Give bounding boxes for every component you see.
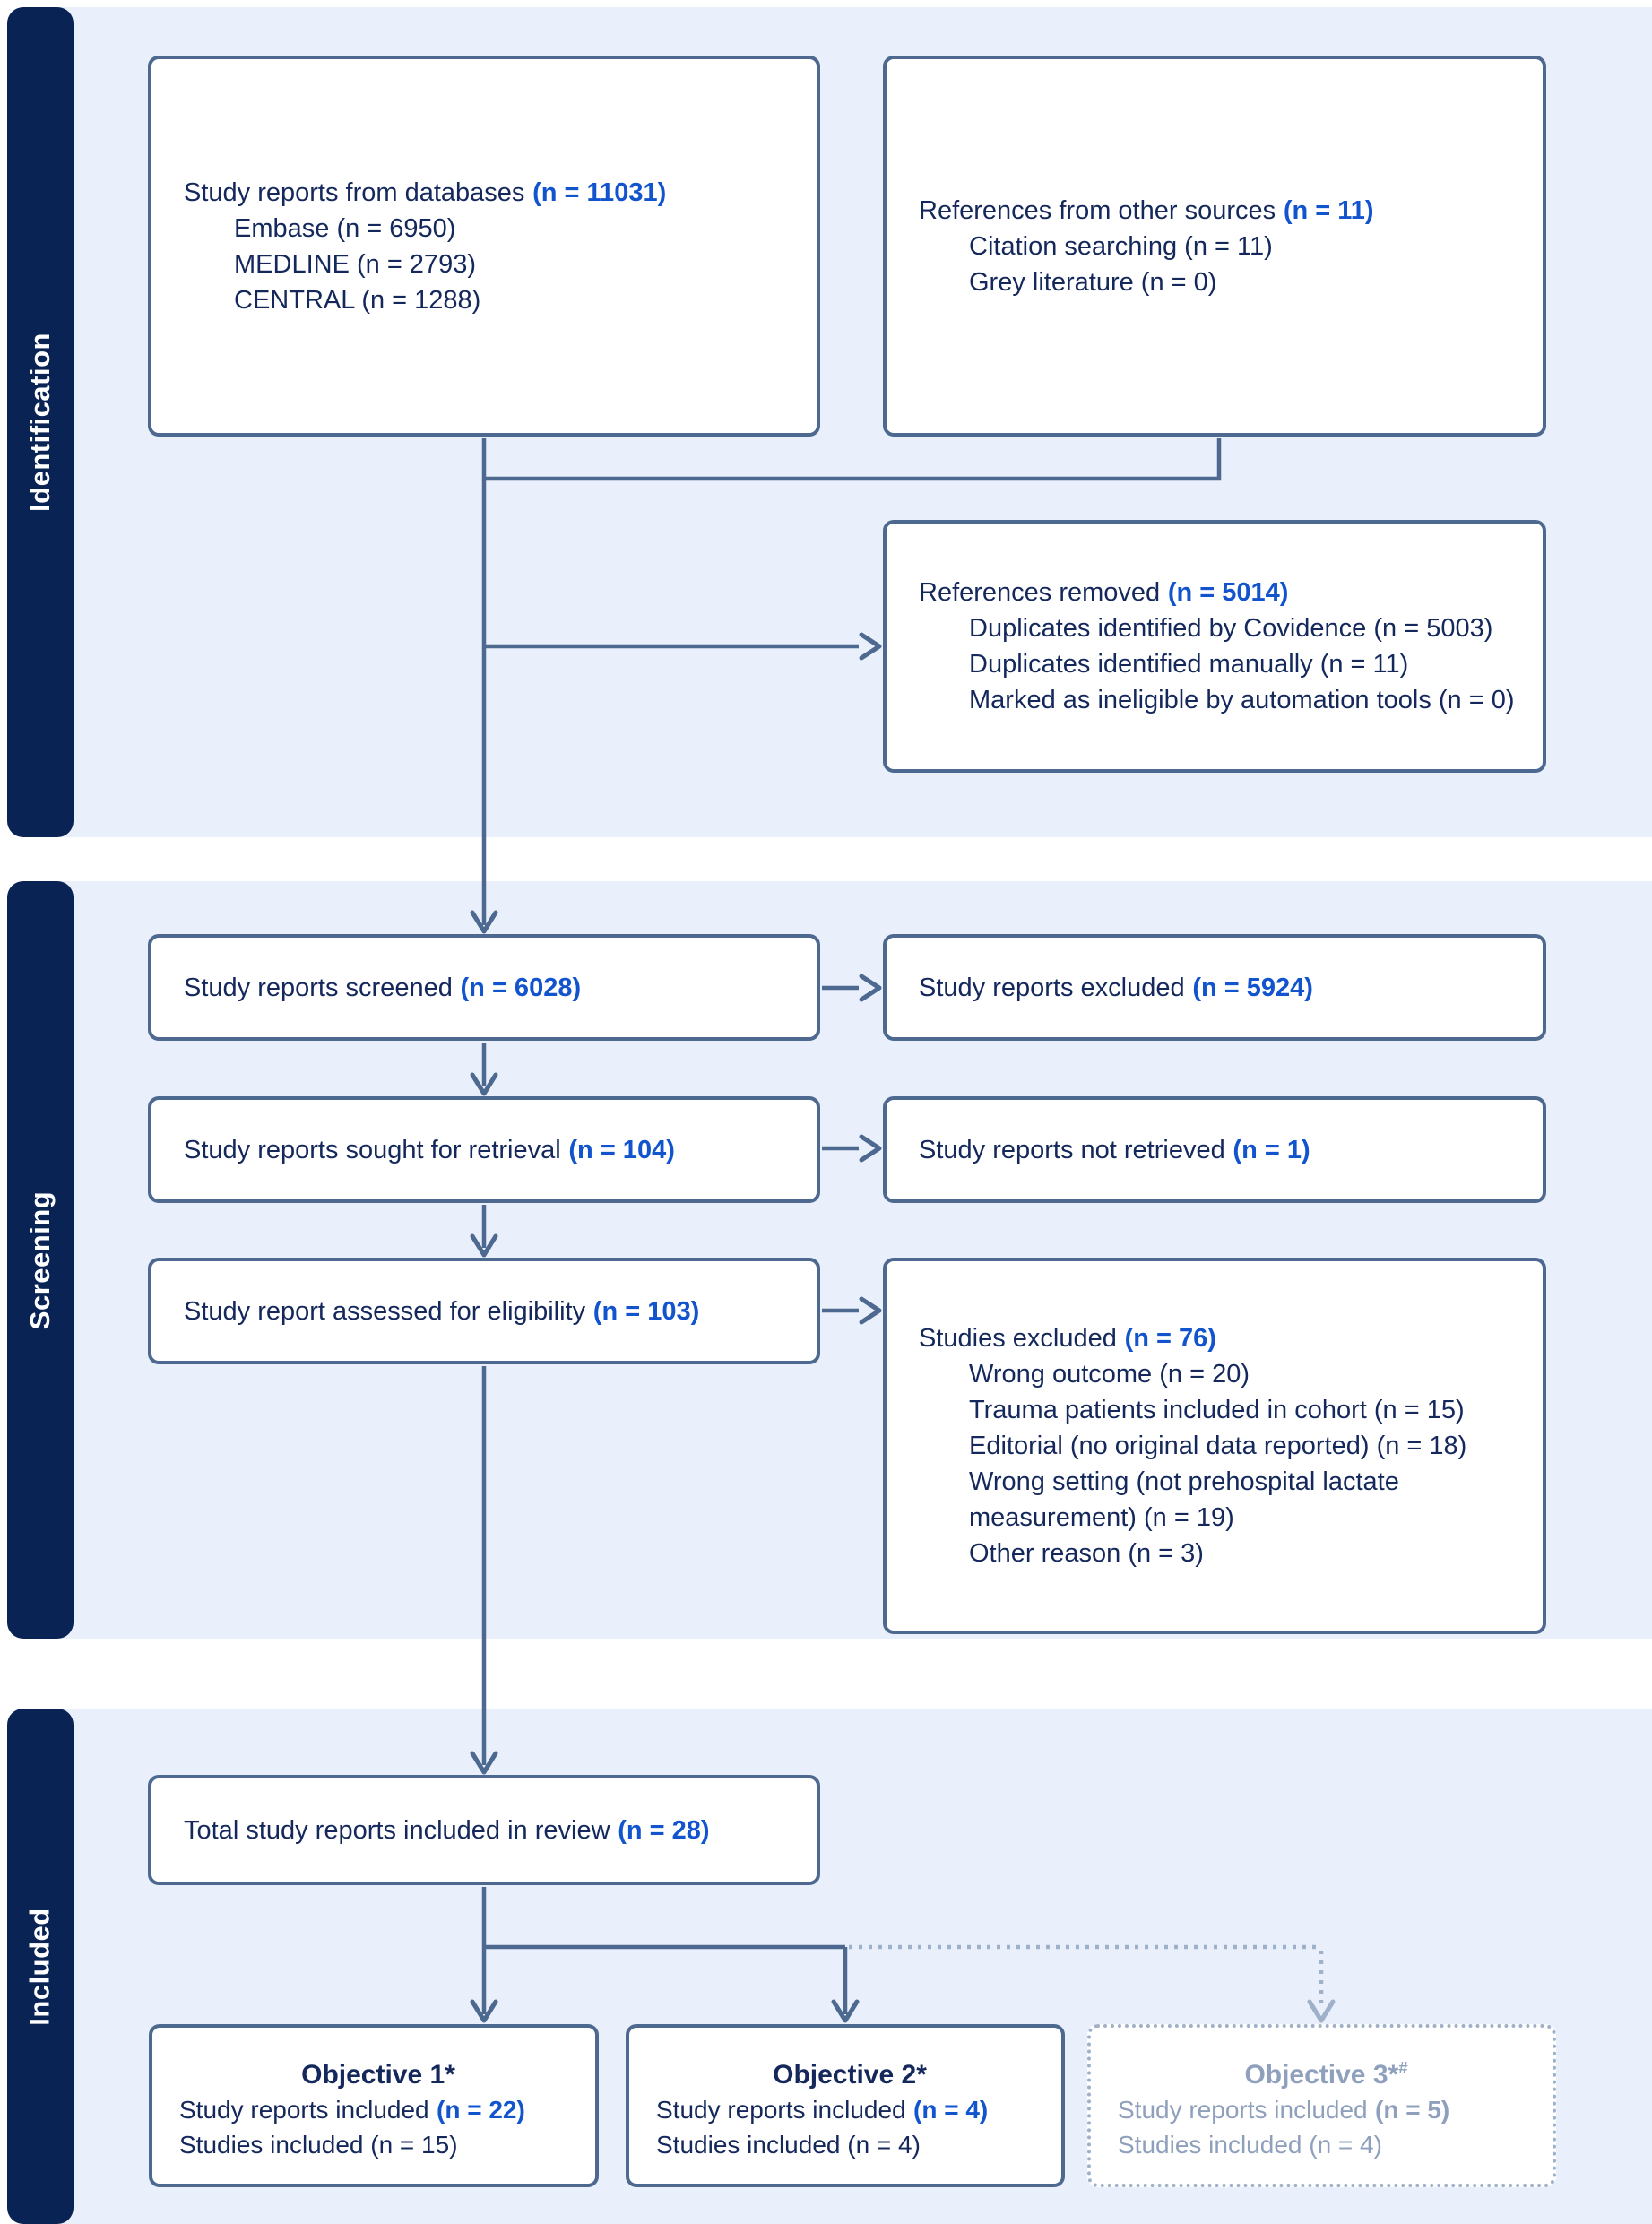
box-objective-2: Objective 2* Study reports included(n = …: [626, 2024, 1065, 2187]
objective-3-reports: Study reports included(n = 5): [1118, 2095, 1450, 2124]
box-title: References from other sources(n = 11): [919, 195, 1374, 225]
box-study-reports-not-retrieved: Study reports not retrieved(n = 1): [883, 1096, 1546, 1203]
box-objective-1: Objective 1* Study reports included(n = …: [149, 2024, 599, 2187]
box-references-removed: References removed(n = 5014) Duplicates …: [883, 520, 1546, 773]
count-badge: (n = 1): [1233, 1135, 1310, 1164]
list-item: Duplicates identified by Covidence (n = …: [969, 614, 1493, 643]
box-items: Embase (n = 6950) MEDLINE (n = 2793) CEN…: [184, 211, 791, 318]
box-studies-excluded: Studies excluded(n = 76) Wrong outcome (…: [883, 1258, 1546, 1634]
screening-sidebar: Screening: [7, 881, 74, 1639]
list-item: Editorial (no original data reported) (n…: [969, 1432, 1467, 1460]
box-title: Total study reports included in review(n…: [184, 1815, 710, 1845]
box-title: Study reports screened(n = 6028): [184, 973, 582, 1002]
count-badge: (n = 5014): [1167, 578, 1289, 607]
dotted-arrowhead: [1307, 1999, 1336, 2023]
list-item: Embase (n = 6950): [234, 213, 456, 243]
count-badge: (n = 6028): [460, 973, 582, 1002]
objective-2-studies: Studies included (n = 4): [656, 2130, 921, 2159]
box-items: Citation searching (n = 11) Grey literat…: [919, 229, 1518, 300]
box-objective-3: Objective 3*# Study reports included(n =…: [1087, 2024, 1556, 2187]
list-item: Trauma patients included in cohort (n = …: [969, 1396, 1465, 1424]
list-item: Other reason (n = 3): [969, 1539, 1204, 1568]
list-item: Duplicates identified manually (n = 11): [969, 650, 1409, 679]
objective-2-heading: Objective 2*: [773, 2059, 927, 2090]
list-item: Citation searching (n = 11): [969, 231, 1273, 261]
box-total-included: Total study reports included in review(n…: [148, 1775, 820, 1885]
objective-1-reports: Study reports included(n = 22): [179, 2095, 525, 2124]
count-badge: (n = 22): [437, 2095, 525, 2124]
box-study-reports-databases: Study reports from databases(n = 11031) …: [148, 56, 820, 437]
box-items: Wrong outcome (n = 20) Trauma patients i…: [919, 1356, 1518, 1571]
identification-sidebar: Identification: [7, 7, 74, 837]
box-references-other-sources: References from other sources(n = 11) Ci…: [883, 56, 1546, 437]
box-study-report-assessed: Study report assessed for eligibility(n …: [148, 1258, 820, 1364]
box-study-reports-excluded: Study reports excluded(n = 5924): [883, 934, 1546, 1041]
count-badge: (n = 11031): [532, 177, 667, 207]
count-badge: (n = 5924): [1192, 973, 1313, 1002]
box-title: References removed(n = 5014): [919, 578, 1289, 607]
objective-2-reports: Study reports included(n = 4): [656, 2095, 989, 2124]
box-items: Duplicates identified by Covidence (n = …: [919, 610, 1518, 718]
count-badge: (n = 4): [913, 2095, 989, 2124]
list-item: Wrong outcome (n = 20): [969, 1360, 1250, 1389]
objective-3-heading: Objective 3*#: [1244, 2057, 1408, 2090]
box-study-reports-sought: Study reports sought for retrieval(n = 1…: [148, 1096, 820, 1203]
box-title: Study report assessed for eligibility(n …: [184, 1296, 700, 1326]
included-sidebar: Included: [7, 1709, 74, 2224]
count-badge: (n = 11): [1283, 195, 1374, 225]
count-badge: (n = 28): [618, 1815, 710, 1845]
box-title: Study reports excluded(n = 5924): [919, 973, 1313, 1002]
objective-3-studies: Studies included (n = 4): [1118, 2130, 1382, 2159]
objective-1-heading: Objective 1*: [301, 2059, 455, 2090]
box-title: Study reports sought for retrieval(n = 1…: [184, 1135, 675, 1164]
dotted-connector-lines: [849, 1944, 1324, 2010]
list-item: Wrong setting (not prehospital lactate m…: [969, 1467, 1399, 1532]
list-item: Grey literature (n = 0): [969, 267, 1217, 297]
objective-1-studies: Studies included (n = 15): [179, 2130, 458, 2159]
list-item: MEDLINE (n = 2793): [234, 249, 476, 279]
count-badge: (n = 76): [1124, 1324, 1216, 1353]
count-badge: (n = 104): [568, 1135, 675, 1164]
box-title: Studies excluded(n = 76): [919, 1324, 1216, 1353]
count-badge: (n = 5): [1375, 2095, 1450, 2124]
solid-arrowheads: [470, 632, 882, 2023]
box-title: Study reports not retrieved(n = 1): [919, 1135, 1310, 1164]
box-study-reports-screened: Study reports screened(n = 6028): [148, 934, 820, 1041]
list-item: Marked as ineligible by automation tools…: [969, 686, 1515, 714]
list-item: CENTRAL (n = 1288): [234, 285, 481, 315]
box-title: Study reports from databases(n = 11031): [184, 177, 667, 207]
solid-connector-lines: [481, 438, 1222, 2014]
count-badge: (n = 103): [592, 1296, 700, 1326]
